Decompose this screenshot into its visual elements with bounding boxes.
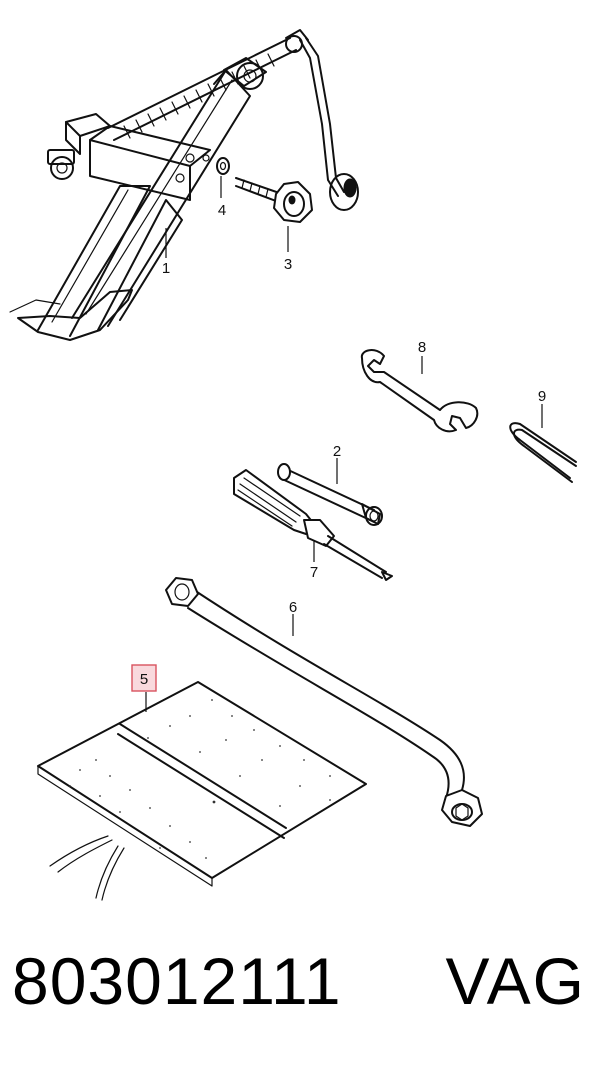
leader-lines	[145, 176, 543, 712]
callout-2: 2	[333, 443, 341, 460]
screwdriver-part-7	[233, 469, 393, 581]
callout-labels: 1 2 3 4 5 6 7 8 9	[131, 202, 546, 692]
crank-handle	[299, 37, 359, 211]
washer-part-4	[202, 154, 230, 175]
wheel-wrench-part-6	[165, 577, 483, 827]
part-number: 803012111	[12, 944, 342, 1018]
callout-8: 8	[418, 339, 426, 356]
footer: 803012111 VAG	[0, 940, 600, 1050]
tube-part-2	[277, 463, 383, 526]
knob-bolt-part-3	[235, 177, 313, 223]
hook-part-9	[509, 422, 577, 483]
callout-3: 3	[284, 256, 292, 273]
callout-6: 6	[289, 599, 297, 616]
callout-5-highlight	[131, 664, 157, 692]
brand-name: VAG	[445, 944, 586, 1018]
tool-bag-part-5	[37, 681, 367, 901]
jack-part-1	[9, 29, 309, 341]
callout-7: 7	[310, 564, 318, 581]
wrench-part-8	[360, 349, 479, 433]
callout-5: 5	[140, 671, 148, 688]
callout-9: 9	[538, 388, 546, 405]
callout-1: 1	[162, 260, 170, 277]
callout-4: 4	[218, 202, 226, 219]
